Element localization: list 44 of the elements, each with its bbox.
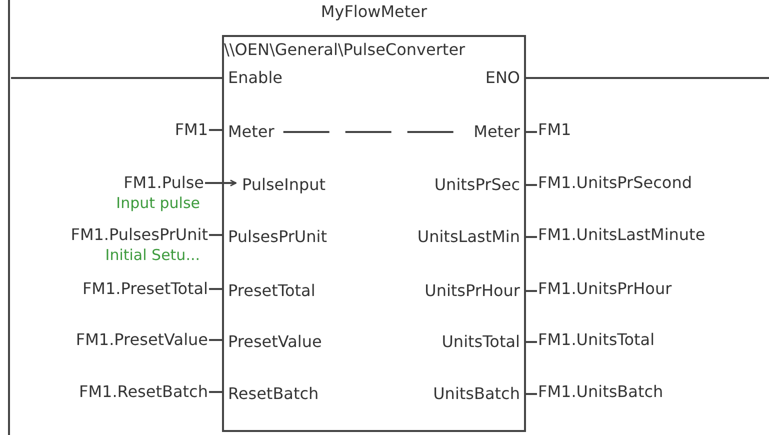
connector-line [526,341,537,343]
pin-name: UnitsLastMin [417,227,520,247]
pin-name: ResetBatch [228,384,319,404]
comment-text: Initial Setu... [105,246,200,264]
connector-line [11,77,222,79]
variable-name: FM1.UnitsPrHour [538,279,672,299]
variable-name: FM1.PresetTotal [82,279,208,299]
variable-name: FM1.UnitsTotal [538,330,655,350]
connector-line [526,393,537,395]
pin-name: Meter [474,122,520,142]
pin-name: ENO [485,68,520,88]
variable-name: FM1.PresetValue [76,330,208,350]
variable-name: FM1 [174,120,208,140]
variable-name: FM1.ResetBatch [79,382,208,402]
variable-name: FM1.UnitsBatch [538,382,664,402]
variable-name: FM1.PulsesPrUnit [70,225,208,245]
pin-name: UnitsPrHour [424,281,520,301]
comment-text: Input pulse [116,194,200,212]
pin-name: UnitsBatch [433,384,520,404]
pin-name: Meter [228,122,274,142]
block-type-path: \\OEN\General\PulseConverter [224,40,466,60]
pin-name: PresetValue [228,332,322,352]
pin-name: UnitsPrSec [434,175,520,195]
connector-line [526,131,537,133]
connector-line [526,290,537,292]
connector-line [209,288,222,290]
pin-name: PresetTotal [228,281,316,301]
arrow [205,180,237,186]
connector-line [526,184,537,186]
variable-name: FM1.UnitsPrSecond [538,173,692,193]
variable-name: FM1 [538,120,572,140]
connector-line [526,236,537,238]
pin-name: UnitsTotal [442,332,520,352]
connector-line [526,77,769,79]
connector-line [209,129,222,131]
connector-line [209,339,222,341]
variable-name: FM1.UnitsLastMinute [538,225,706,245]
connector-line [209,391,222,393]
connector-line [209,234,222,236]
pin-name: PulseInput [242,175,326,195]
variable-name: FM1.Pulse [124,173,204,193]
pin-name: Enable [228,68,282,88]
pin-name: PulsesPrUnit [228,227,327,247]
block-instance-name: MyFlowMeter [320,2,428,22]
